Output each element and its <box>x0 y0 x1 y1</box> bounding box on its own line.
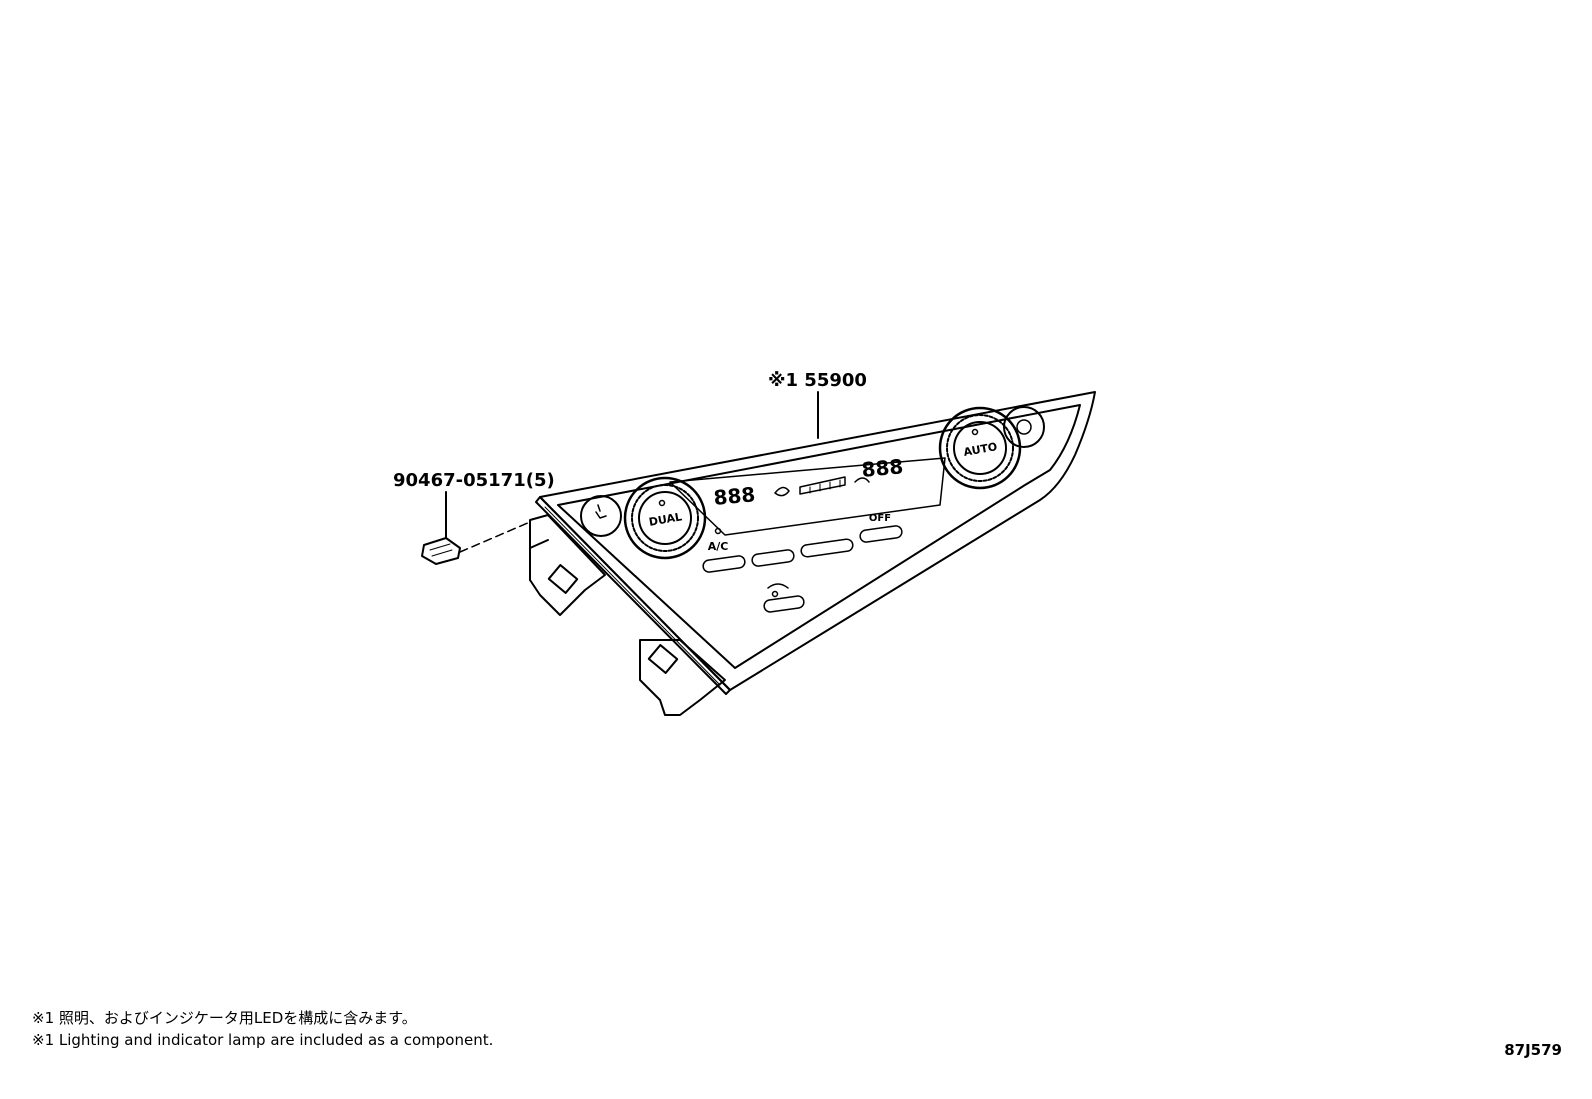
auto-label: AUTO <box>963 440 999 459</box>
footnote-japanese: ※1 照明、およびインジケータ用LEDを構成に含みます。 <box>32 1009 417 1027</box>
dual-label: DUAL <box>648 510 683 529</box>
main-part-number: ※1 55900 <box>768 370 867 391</box>
footnote-english: ※1 Lighting and indicator lamp are inclu… <box>32 1031 494 1049</box>
mounting-bracket-left <box>529 514 606 616</box>
fan-icon <box>774 486 790 497</box>
seat-heater-button-left <box>580 495 622 537</box>
panel-bottom-edge <box>535 496 731 695</box>
defroster-icon <box>767 583 789 589</box>
display-window <box>669 457 946 536</box>
clip-part-number: 90467-05171(5) <box>393 470 555 491</box>
clip-part <box>421 491 461 565</box>
mounting-bracket-right <box>639 639 726 716</box>
panel-outline <box>539 391 1096 691</box>
dual-temp-knob <box>623 476 707 560</box>
button-row <box>658 428 979 613</box>
display-right-digits: 888 <box>861 454 905 482</box>
illustration-code: 87J579 <box>1504 1041 1562 1059</box>
ac-label: A/C <box>708 540 729 553</box>
off-label: OFF <box>869 513 891 524</box>
steering-heater-button-right <box>1003 406 1045 448</box>
panel-inner-bezel <box>557 404 1081 669</box>
seat-heater-icon <box>595 504 607 519</box>
climate-control-panel <box>535 391 1096 695</box>
display-segments <box>774 476 870 497</box>
display-left-digits: 888 <box>713 482 757 510</box>
steering-heater-icon <box>1016 419 1032 435</box>
clip-dashed-line <box>459 521 531 553</box>
recirculation-icon <box>854 477 870 483</box>
auto-temp-knob <box>938 406 1022 490</box>
